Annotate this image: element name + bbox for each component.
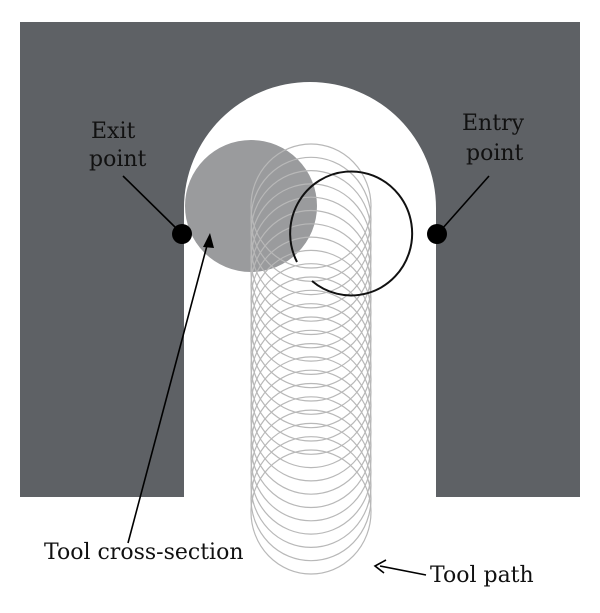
tool-path-trace-loop: [250, 143, 372, 269]
tool-path-trace-loop: [250, 263, 372, 389]
tool-path-trace-loop: [250, 369, 372, 495]
entry-point-label-line2: point: [466, 141, 524, 166]
tool-path-trace-loop: [250, 422, 372, 548]
tool-path-traces: [250, 143, 372, 575]
tool-path-trace-loop: [250, 382, 372, 509]
tool-path-trace-loop: [250, 156, 372, 282]
entry-point-label-line1: Entry: [462, 111, 525, 136]
exit-point-label-line1: Exit: [91, 119, 136, 144]
workpiece-material: [20, 22, 580, 497]
tool-path-trace-loop: [250, 236, 372, 362]
tool-path-trace-loop: [250, 303, 372, 429]
tool-path-trace-loop: [250, 329, 372, 455]
tool-path-trace-loop: [250, 316, 372, 442]
exit-point-label-line2: point: [89, 147, 147, 172]
exit-point-label: Exit point: [89, 119, 147, 172]
tool-path-trace-loop: [250, 223, 372, 349]
tool-path-trace-loop: [250, 396, 372, 522]
tool-path-trace-loop: [250, 209, 372, 336]
tool-path-trace-loop: [250, 343, 372, 469]
cross-section-leader: [127, 237, 210, 544]
tool-path-trace-loop: [250, 276, 372, 402]
entry-point-label: Entry point: [462, 111, 531, 166]
tool-path-arrowhead: [373, 559, 387, 574]
tool-path-trace-loop: [250, 170, 372, 296]
tool-path-trace-loop: [250, 436, 372, 562]
tool-path-trace-loop: [250, 449, 372, 575]
exit-point-leader: [122, 175, 178, 230]
tool-path-trace-loop: [250, 356, 372, 482]
tool-path-leader: [379, 565, 427, 576]
tool-cross-section-label: Tool cross-section: [44, 540, 244, 565]
tool-path-label: Tool path: [430, 563, 534, 588]
tool-path-trace-loop: [250, 196, 372, 322]
current-tool-path-loop: [289, 170, 414, 297]
tool-path-trace-loop: [250, 249, 372, 375]
entry-point-leader: [441, 175, 490, 230]
tool-path-trace-loop: [250, 183, 372, 309]
tool-path-trace-loop: [250, 289, 372, 415]
cross-section-arrowhead: [203, 233, 214, 248]
tool-path-trace-loop: [250, 409, 372, 535]
